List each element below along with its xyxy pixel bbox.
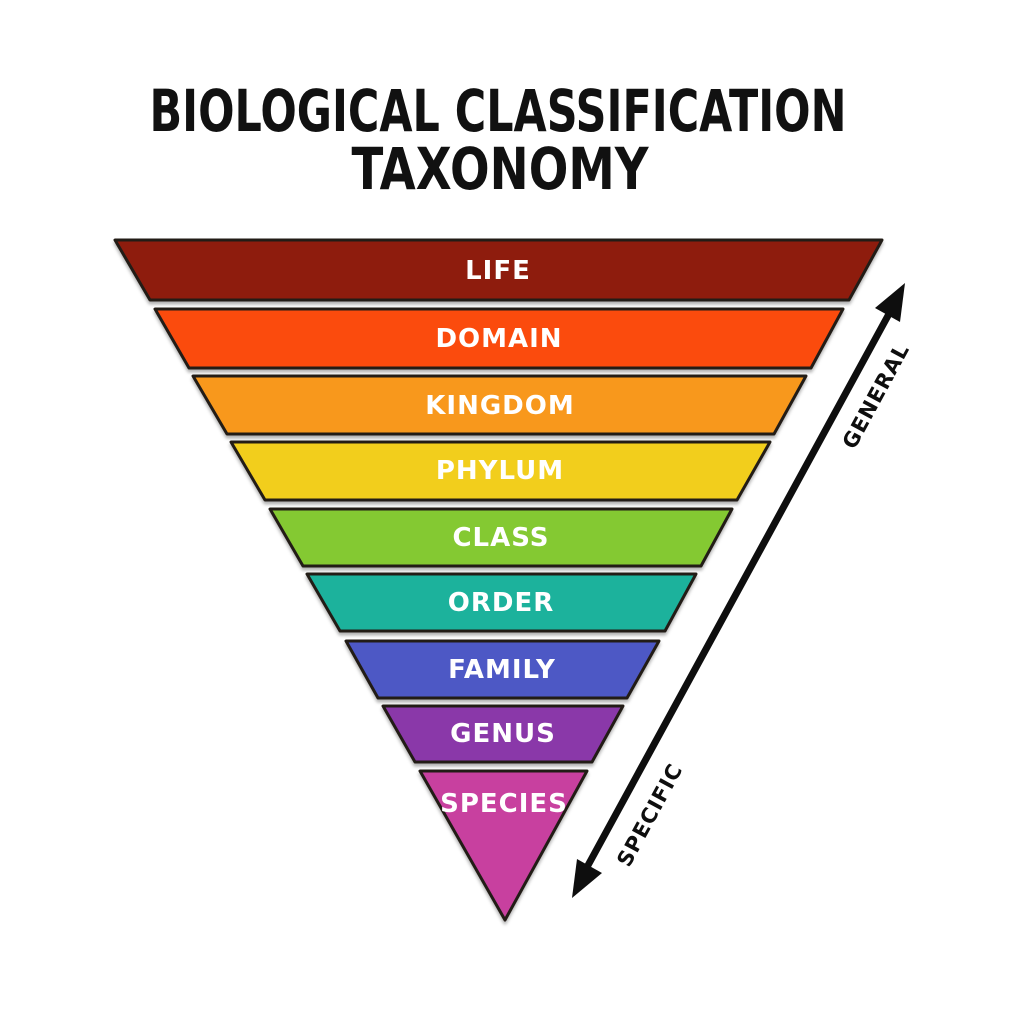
pyramid-level-phylum-label: Phylum	[436, 456, 564, 486]
page-title: BIOLOGICAL CLASSIFICATION TAXONOMY	[150, 77, 847, 203]
pyramid-level-kingdom	[191, 374, 808, 436]
pyramid-level-family-label: Family	[448, 655, 556, 685]
pyramid-level-species-label: Species	[440, 789, 568, 819]
page-title-line2: TAXONOMY	[352, 135, 650, 203]
page-title-line1: BIOLOGICAL CLASSIFICATION	[150, 77, 847, 145]
pyramid-level-class-label: Class	[452, 523, 549, 553]
pyramid-level-species	[418, 769, 589, 922]
pyramid-level-life-label: Life	[465, 256, 531, 286]
pyramid-level-life	[113, 238, 884, 302]
pyramid-level-genus-label: Genus	[450, 719, 556, 749]
arrow-head-up-icon	[875, 283, 905, 322]
pyramid-level-class	[268, 507, 734, 568]
pyramid-level-kingdom-label: Kingdom	[425, 391, 574, 421]
pyramid-level-family	[344, 639, 661, 700]
pyramid-labels: Life Domain Kingdom Phylum Class Order F…	[425, 256, 574, 819]
pyramid-level-order	[305, 572, 698, 633]
axis-label-general: GENERAL	[838, 339, 915, 453]
pyramid-level-order-label: Order	[448, 588, 555, 618]
axis-label-specific: SPECIFIC	[612, 759, 687, 870]
arrow-head-down-icon	[572, 859, 602, 898]
pyramid	[113, 238, 884, 922]
pyramid-level-phylum	[229, 440, 772, 502]
pyramid-level-genus	[381, 704, 625, 764]
axis-arrow-line	[582, 308, 894, 873]
pyramid-level-domain	[153, 307, 845, 370]
pyramid-level-domain-label: Domain	[435, 324, 562, 354]
